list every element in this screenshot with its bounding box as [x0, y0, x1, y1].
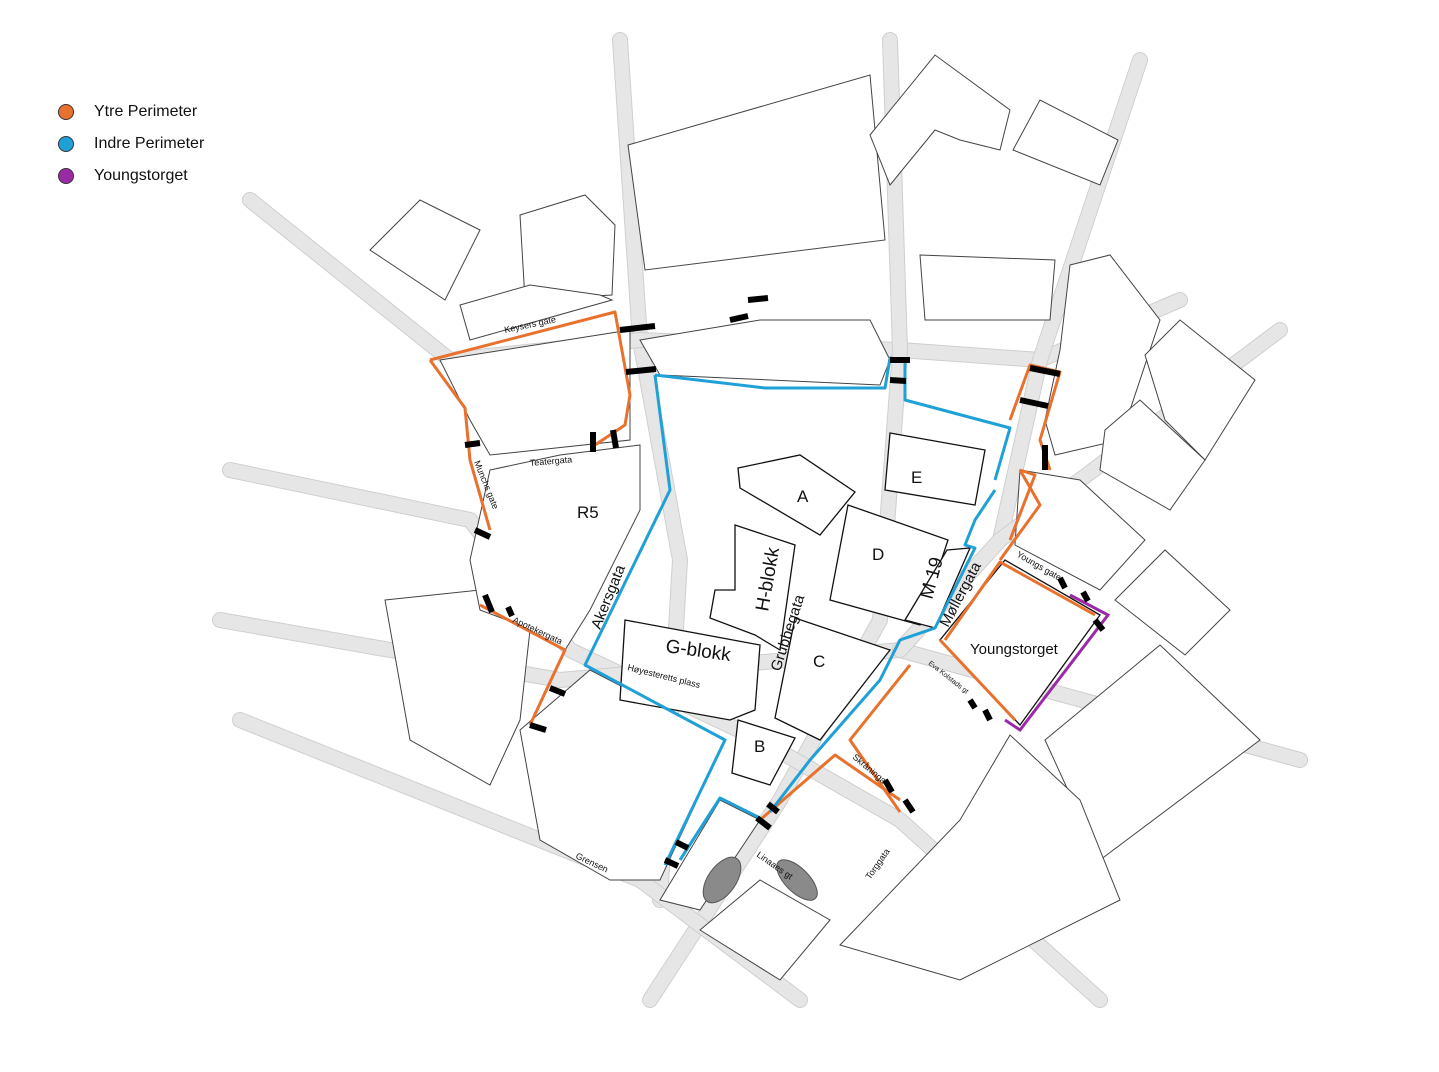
label-e: E [911, 468, 922, 487]
building-h-blokk [709, 524, 796, 652]
youngstorget-perimeter [1004, 593, 1111, 733]
legend-label: Youngstorget [94, 167, 188, 184]
vehicles [702, 856, 818, 904]
legend-item-indre: Indre Perimeter [58, 128, 204, 160]
building-b [731, 719, 796, 786]
legend-label: Indre Perimeter [94, 135, 205, 152]
label-torggata: Torggata [863, 847, 891, 881]
label-d: D [872, 545, 884, 564]
access-points [464, 295, 1106, 869]
label-c: C [813, 652, 825, 671]
legend-swatch-orange [58, 104, 74, 120]
legend-item-youngstorget: Youngstorget [58, 160, 204, 192]
legend-label: Ytre Perimeter [94, 103, 198, 120]
outer-perimeter [428, 310, 1096, 822]
legend-item-ytre: Ytre Perimeter [58, 96, 204, 128]
car-icon [776, 859, 818, 901]
building-g-blokk [619, 619, 761, 721]
project-buildings [439, 319, 1101, 786]
building-youngstorget [939, 559, 1101, 727]
building-a [737, 454, 856, 536]
building-r5 [469, 444, 641, 651]
label-teatergata: Teatergata [529, 454, 572, 468]
building-d [829, 504, 949, 626]
building-c [774, 617, 892, 741]
label-b: B [754, 737, 765, 756]
label-r5: R5 [577, 503, 599, 522]
label-a: A [797, 487, 809, 506]
label-youngstorget: Youngstorget [970, 641, 1059, 658]
map-legend: Ytre Perimeter Indre Perimeter Youngstor… [58, 96, 204, 192]
car-icon [702, 856, 742, 904]
surrounding-buildings [369, 54, 1261, 981]
legend-swatch-purple [58, 168, 74, 184]
building-e [884, 432, 986, 506]
legend-swatch-blue [58, 136, 74, 152]
